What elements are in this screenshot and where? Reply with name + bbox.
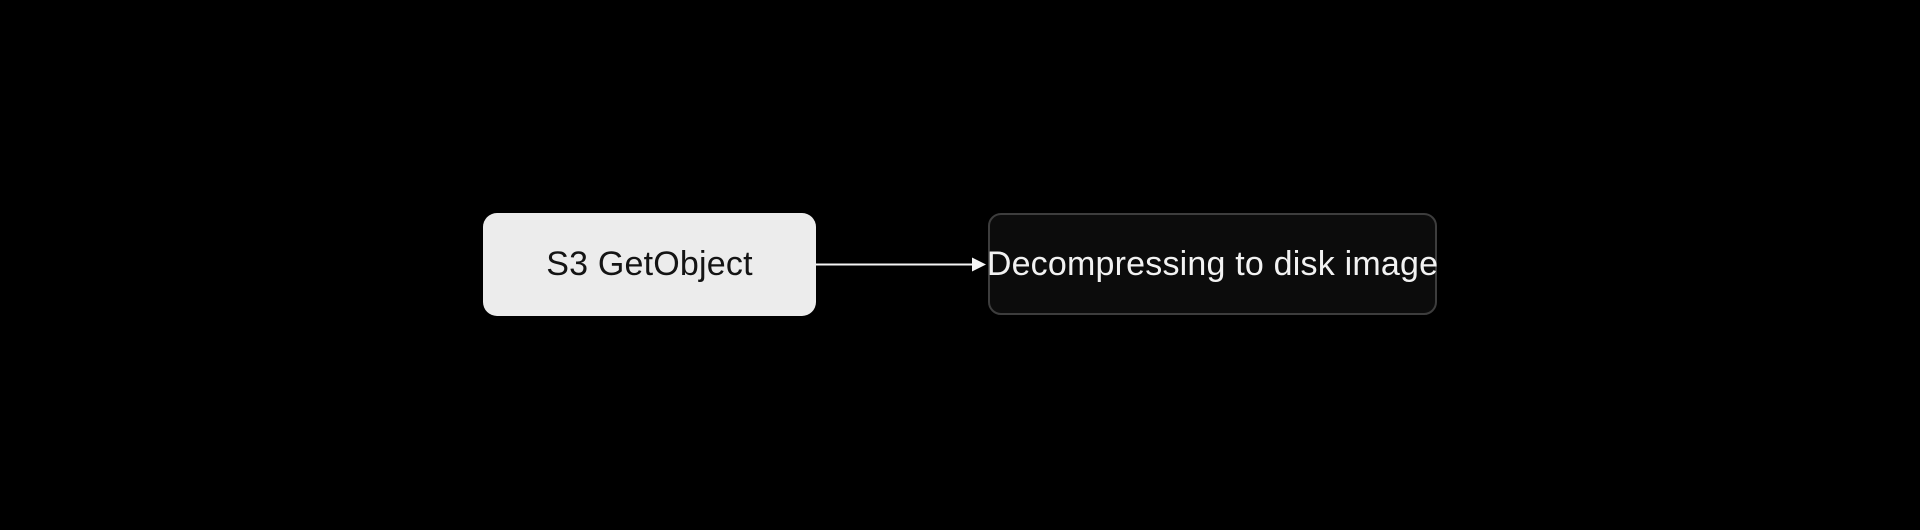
arrow-right-icon [816,257,986,272]
node-decompressing-to-disk-image-label: Decompressing to disk image [986,244,1439,283]
node-s3-getobject[interactable]: S3 GetObject [483,213,816,316]
node-decompressing-to-disk-image[interactable]: Decompressing to disk image [986,213,1439,315]
node-s3-getobject-label: S3 GetObject [546,245,753,283]
